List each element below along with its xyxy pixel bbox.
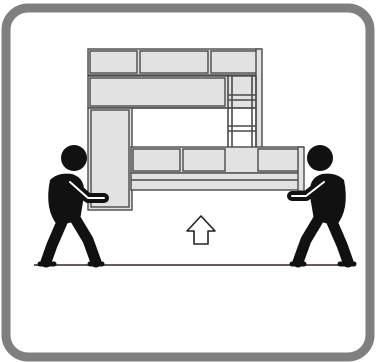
person-left-icon <box>37 145 109 268</box>
lift-up-arrow-icon <box>186 215 216 245</box>
bunk-bed-icon <box>87 48 305 211</box>
person-right-icon <box>287 145 357 268</box>
